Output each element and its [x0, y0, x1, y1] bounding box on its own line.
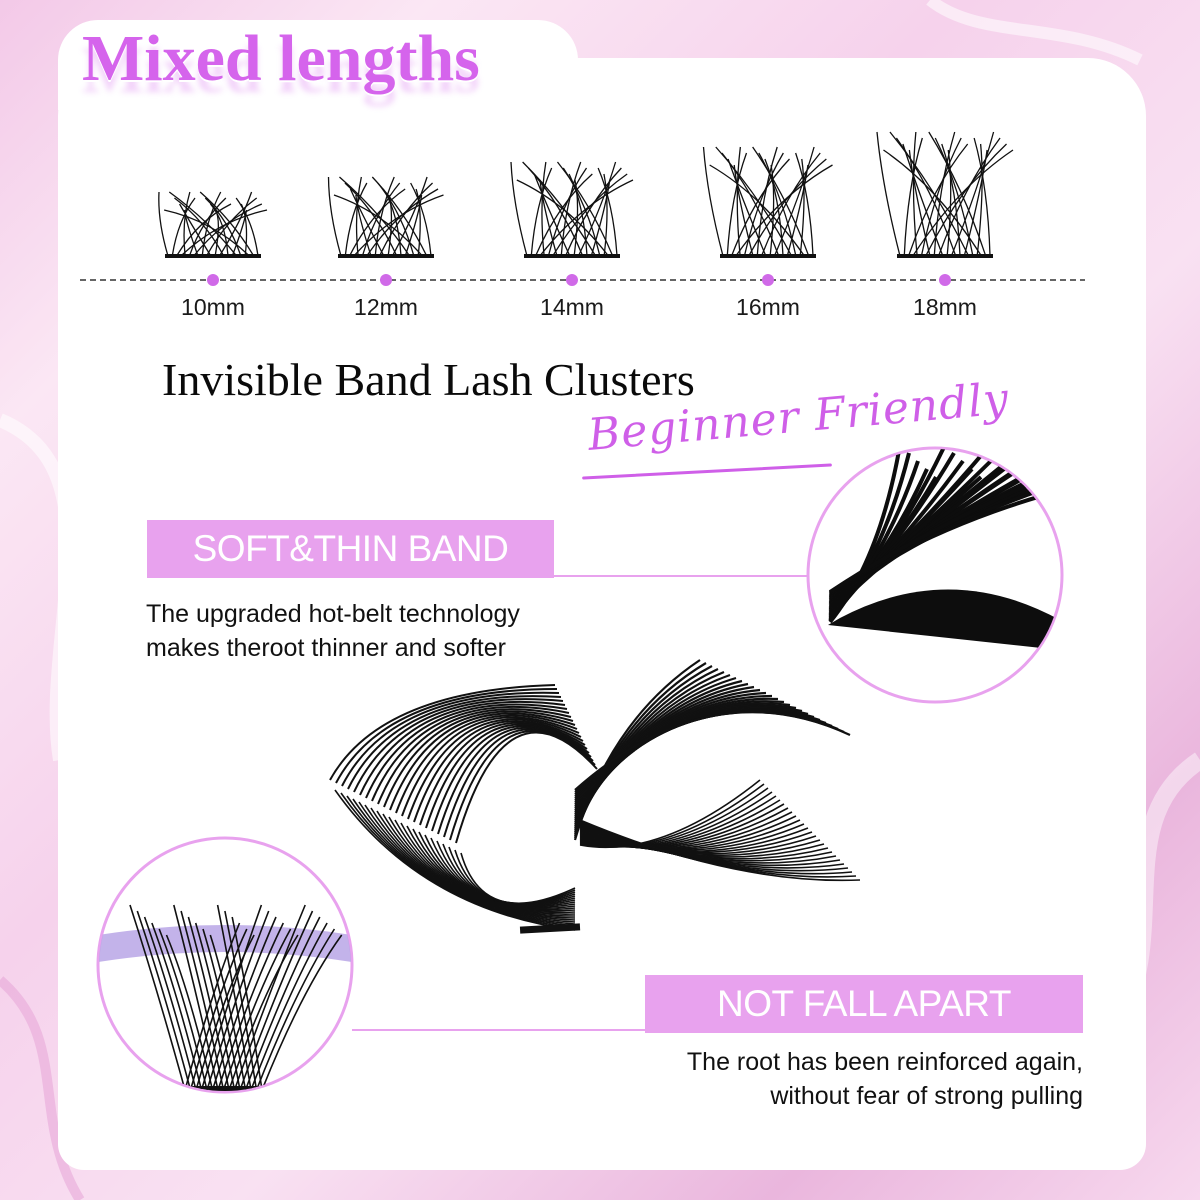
lash-band [720, 254, 816, 258]
lash-cluster-14mm [510, 161, 634, 258]
length-label-16mm: 16mm [736, 294, 800, 320]
lash-band [897, 254, 993, 258]
lash-cluster-16mm [702, 146, 833, 258]
length-label-14mm: 14mm [540, 294, 604, 320]
description-line: The root has been reinforced again, [686, 1048, 1083, 1076]
lash-cluster-12mm [327, 176, 444, 258]
length-dot [207, 274, 219, 286]
lash-cluster-10mm [158, 191, 268, 258]
length-dot [380, 274, 392, 286]
length-label-10mm: 10mm [181, 294, 245, 320]
length-dot [939, 274, 951, 286]
length-label-18mm: 18mm [913, 294, 977, 320]
lash-cluster-18mm [876, 131, 1014, 258]
length-label-12mm: 12mm [354, 294, 418, 320]
root-closeup-circle [96, 836, 354, 1094]
badge-not-fall-apart: NOT FALL APART [645, 975, 1083, 1033]
description-not-fall-apart: The root has been reinforced again, with… [687, 1045, 1083, 1113]
description-line: without fear of strong pulling [770, 1082, 1083, 1110]
lash-band [524, 254, 620, 258]
badge-soft-thin-band: SOFT&THIN BAND [147, 520, 554, 578]
length-dot [762, 274, 774, 286]
heading-invisible-band: Invisible Band Lash Clusters [162, 354, 695, 405]
title-mixed-lengths: Mixed lengths [82, 22, 480, 95]
lash-length-row [80, 131, 1085, 286]
description-soft-thin-band: The upgraded hot-belt technology makes t… [146, 597, 520, 665]
curved-lash-clusters [329, 659, 861, 934]
description-line: makes theroot thinner and softer [146, 634, 506, 662]
lash-band [165, 254, 261, 258]
lash-band [338, 254, 434, 258]
description-line: The upgraded hot-belt technology [146, 600, 520, 628]
band-closeup-circle [806, 446, 1064, 704]
length-dot [566, 274, 578, 286]
